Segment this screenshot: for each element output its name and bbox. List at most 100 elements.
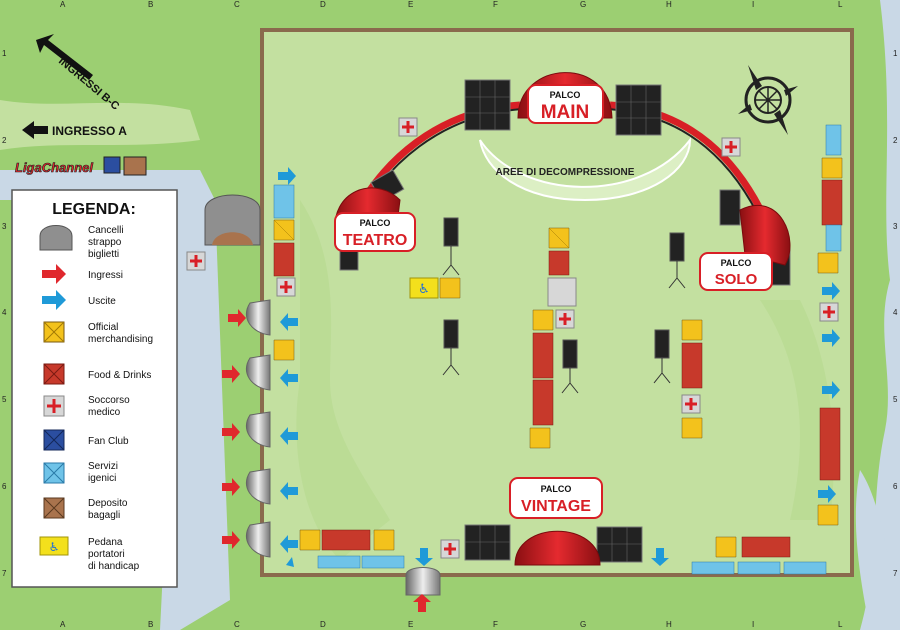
legend-item-exits: Uscite — [88, 296, 116, 307]
svg-text:♿: ♿ — [49, 540, 60, 554]
park-lawn — [0, 100, 200, 150]
medical-tent-icon — [43, 395, 65, 417]
vintage-stage-shell — [514, 530, 601, 566]
svg-text:G: G — [580, 0, 586, 9]
delay-towers — [443, 217, 685, 369]
river — [860, 0, 900, 630]
decompression-area — [479, 137, 692, 202]
solo-stage-label-small: PALCO — [721, 258, 752, 268]
food-tent-icon — [43, 363, 65, 385]
svg-text:L: L — [838, 620, 843, 629]
svg-text:1: 1 — [893, 49, 898, 58]
medical-tents — [186, 117, 839, 559]
toilet-tent-icon — [43, 462, 65, 484]
svg-text:H: H — [666, 0, 672, 9]
ingresso-a-label: INGRESSO A — [52, 124, 127, 138]
toilet-blocks — [273, 124, 842, 575]
grid-row-labels-right: 1 2 3 4 5 6 7 — [893, 49, 898, 578]
ligachannel-logo-text: LigaChannel — [15, 160, 93, 175]
luggage-tent-icon — [43, 497, 65, 519]
svg-text:H: H — [666, 620, 672, 629]
legend-item-food: Food & Drinks — [88, 370, 151, 381]
svg-text:I: I — [752, 620, 754, 629]
fanclub-tent-icon — [43, 429, 65, 451]
svg-text:6: 6 — [893, 482, 898, 491]
svg-text:E: E — [408, 0, 413, 9]
vintage-stage-label-small: PALCO — [541, 484, 572, 494]
legend-item-fanclub: Fan Club — [88, 436, 129, 447]
svg-text:4: 4 — [893, 308, 898, 317]
solo-stage-label-big: SOLO — [715, 271, 758, 288]
food-tents — [273, 179, 843, 558]
blue-arrow-icon — [42, 290, 66, 310]
svg-text:B: B — [148, 0, 153, 9]
svg-text:2: 2 — [893, 136, 898, 145]
svg-text:C: C — [234, 620, 240, 629]
teatro-stage-label-big: TEATRO — [343, 232, 408, 249]
lawn-patch — [296, 200, 390, 560]
svg-text:6: 6 — [2, 482, 7, 491]
svg-text:♿: ♿ — [418, 282, 430, 297]
legend-panel — [11, 189, 178, 588]
grid-column-labels-top: A B C D E F G H I L — [60, 0, 843, 9]
svg-text:D: D — [320, 620, 326, 629]
lawn-patch — [760, 300, 834, 520]
svg-text:A: A — [60, 620, 66, 629]
decompression-label: AREE DI DECOMPRESSIONE — [496, 167, 635, 178]
solo-stage-shell — [739, 204, 791, 266]
gate-icon — [39, 225, 73, 251]
compass-rose-icon — [738, 65, 798, 135]
svg-text:1: 1 — [2, 49, 7, 58]
exit-arrows — [278, 167, 840, 567]
svg-text:D: D — [320, 0, 326, 9]
solo-stage-label-box — [699, 252, 773, 291]
svg-text:5: 5 — [893, 395, 898, 404]
entrance-arrows — [222, 309, 431, 612]
svg-text:4: 4 — [2, 308, 7, 317]
svg-text:I: I — [752, 0, 754, 9]
vintage-stage-label-big: VINTAGE — [521, 498, 591, 515]
path-east — [855, 470, 900, 630]
main-stage-label-box — [527, 84, 604, 124]
svg-text:F: F — [493, 0, 498, 9]
svg-text:C: C — [234, 0, 240, 9]
svg-text:3: 3 — [893, 222, 898, 231]
svg-text:L: L — [838, 0, 843, 9]
legend-item-entrances: Ingressi — [88, 270, 123, 281]
red-arrow-icon — [42, 264, 66, 284]
svg-text:G: G — [580, 620, 586, 629]
svg-text:5: 5 — [2, 395, 7, 404]
ticket-gates — [204, 194, 441, 596]
main-stage-label-small: PALCO — [550, 90, 581, 100]
svg-text:7: 7 — [2, 569, 7, 578]
grid-column-labels-bottom: A B C D E F G H I L — [60, 620, 843, 629]
svg-text:A: A — [60, 0, 66, 9]
teatro-stage-label-box — [334, 212, 416, 252]
tower-legs — [442, 246, 686, 394]
main-stage-label-big: MAIN — [541, 102, 590, 123]
grid-row-labels-left: 1 2 3 4 5 6 7 — [2, 49, 7, 578]
svg-text:F: F — [493, 620, 498, 629]
svg-text:7: 7 — [893, 569, 898, 578]
teatro-stage-label-small: PALCO — [360, 218, 391, 228]
svg-text:2: 2 — [2, 136, 7, 145]
svg-text:B: B — [148, 620, 153, 629]
vintage-stage-label-box — [509, 477, 603, 519]
legend-title: LEGENDA: — [52, 201, 136, 218]
wheelchair-platform: ♿ — [409, 277, 439, 299]
svg-text:3: 3 — [2, 222, 7, 231]
merch-tent-icon — [43, 321, 65, 343]
ligachannel-logo: LigaChannel — [15, 156, 147, 176]
speaker-stacks — [339, 79, 791, 563]
wheelchair-icon: ♿ — [39, 536, 69, 556]
ingresso-a-sign: INGRESSO A — [22, 121, 127, 139]
speaker-grid-lines — [465, 80, 661, 562]
